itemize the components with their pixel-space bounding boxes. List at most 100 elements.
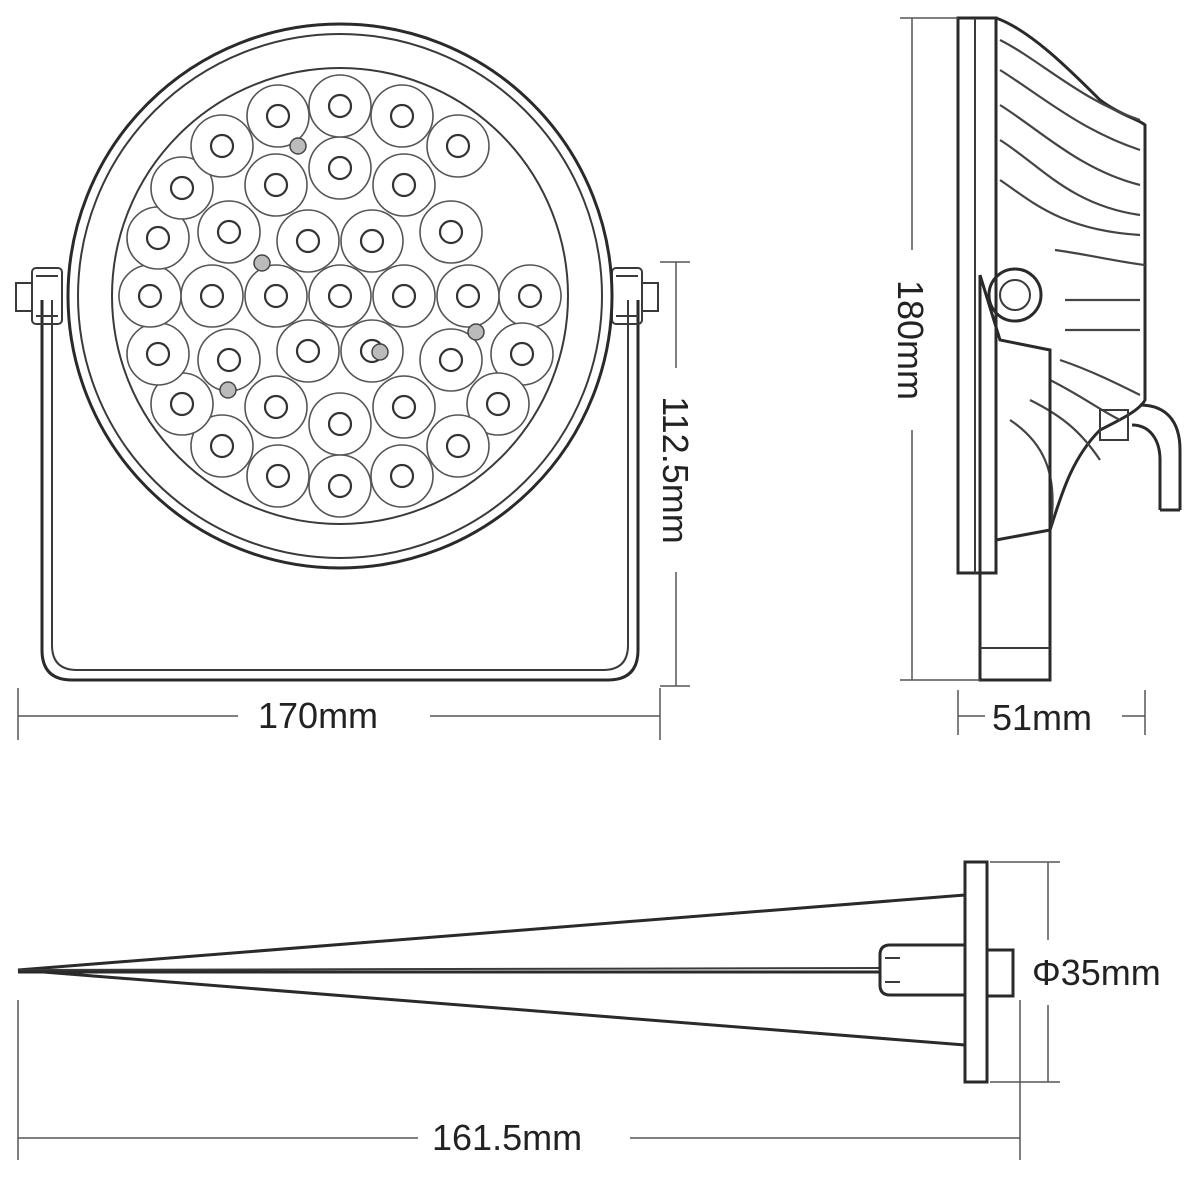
led-lens — [370, 84, 434, 148]
led-emitter — [327, 473, 353, 499]
led-emitter — [389, 463, 415, 489]
led-emitter — [216, 347, 242, 373]
led-emitter — [327, 411, 353, 437]
led-array — [118, 74, 562, 518]
led-lens — [426, 414, 490, 478]
led-lens — [308, 454, 372, 518]
led-emitter — [445, 133, 471, 159]
sensor-dot — [219, 381, 237, 399]
housing-outer-ring — [66, 22, 614, 570]
led-lens — [308, 264, 372, 328]
led-emitter — [199, 283, 225, 309]
side-height-dimension — [900, 17, 980, 681]
led-lens — [180, 264, 244, 328]
led-emitter — [359, 228, 385, 254]
led-emitter — [145, 225, 171, 251]
led-lens — [190, 114, 254, 178]
led-emitter — [137, 283, 163, 309]
led-emitter — [438, 219, 464, 245]
spike-socket — [985, 948, 1015, 998]
side-view — [956, 16, 1182, 682]
side-cable — [1139, 403, 1182, 510]
side-hinge-knob — [987, 267, 1043, 323]
led-emitter — [169, 391, 195, 417]
led-lens — [308, 74, 372, 138]
led-emitter — [295, 228, 321, 254]
spike-stud — [878, 943, 967, 997]
led-emitter — [263, 283, 289, 309]
led-lens — [372, 153, 436, 217]
led-lens — [498, 264, 562, 328]
led-emitter — [263, 172, 289, 198]
led-lens — [308, 136, 372, 200]
led-emitter — [295, 338, 321, 364]
led-lens — [276, 209, 340, 273]
ground-spike — [17, 860, 1015, 1084]
led-emitter — [327, 93, 353, 119]
led-lens — [419, 200, 483, 264]
side-depth-label: 51mm — [992, 697, 1093, 738]
led-emitter — [263, 394, 289, 420]
front-view — [15, 22, 659, 682]
led-lens — [197, 200, 261, 264]
led-emitter — [391, 172, 417, 198]
sensor-dot — [289, 137, 307, 155]
left-mount-bolt — [15, 267, 63, 325]
led-emitter — [485, 391, 511, 417]
spike-length-dimension — [17, 1000, 1021, 1160]
led-lens — [244, 153, 308, 217]
sensor-dot — [371, 343, 389, 361]
housing-inner-ring — [77, 33, 603, 559]
led-emitter — [445, 433, 471, 459]
sensor-dot — [253, 254, 271, 272]
led-emitter — [391, 394, 417, 420]
front-height-dimension — [660, 261, 690, 687]
led-lens — [246, 444, 310, 508]
led-lens — [150, 156, 214, 220]
front-height-label: 112.5mm — [655, 370, 696, 570]
side-bracket-arm — [978, 274, 1052, 682]
led-emitter — [216, 219, 242, 245]
led-lens — [190, 414, 254, 478]
led-lens — [118, 264, 182, 328]
led-lens — [126, 322, 190, 386]
front-width-dimension — [17, 688, 661, 740]
led-lens — [244, 375, 308, 439]
led-lens — [246, 84, 310, 148]
spike-diameter-dimension — [990, 861, 1060, 1083]
led-lens — [370, 444, 434, 508]
led-emitter — [455, 283, 481, 309]
led-lens — [308, 392, 372, 456]
led-emitter — [327, 283, 353, 309]
led-emitter — [517, 283, 543, 309]
spike-flange — [963, 860, 989, 1084]
led-emitter — [509, 341, 535, 367]
side-height-label: 180mm — [890, 275, 931, 405]
led-emitter — [145, 341, 171, 367]
front-bracket — [40, 300, 640, 682]
led-lens — [276, 319, 340, 383]
led-lens — [244, 264, 308, 328]
spike-diameter-label: Φ35mm — [1032, 952, 1161, 993]
led-emitter — [327, 155, 353, 181]
led-lens — [372, 264, 436, 328]
side-body-outline — [995, 16, 1147, 542]
led-emitter — [169, 175, 195, 201]
led-emitter — [391, 283, 417, 309]
side-back-plate — [956, 16, 998, 575]
led-emitter — [389, 103, 415, 129]
right-mount-bolt — [611, 267, 659, 325]
led-emitter — [209, 133, 235, 159]
front-bracket-inner — [51, 300, 629, 671]
led-lens — [466, 372, 530, 436]
led-emitter — [265, 463, 291, 489]
led-emitter — [265, 103, 291, 129]
lens-plate — [111, 67, 569, 525]
spike-length-label: 161.5mm — [432, 1117, 583, 1158]
side-depth-dimension — [957, 690, 1146, 735]
led-emitter — [438, 347, 464, 373]
front-width-label: 170mm — [258, 695, 379, 736]
led-lens — [436, 264, 500, 328]
